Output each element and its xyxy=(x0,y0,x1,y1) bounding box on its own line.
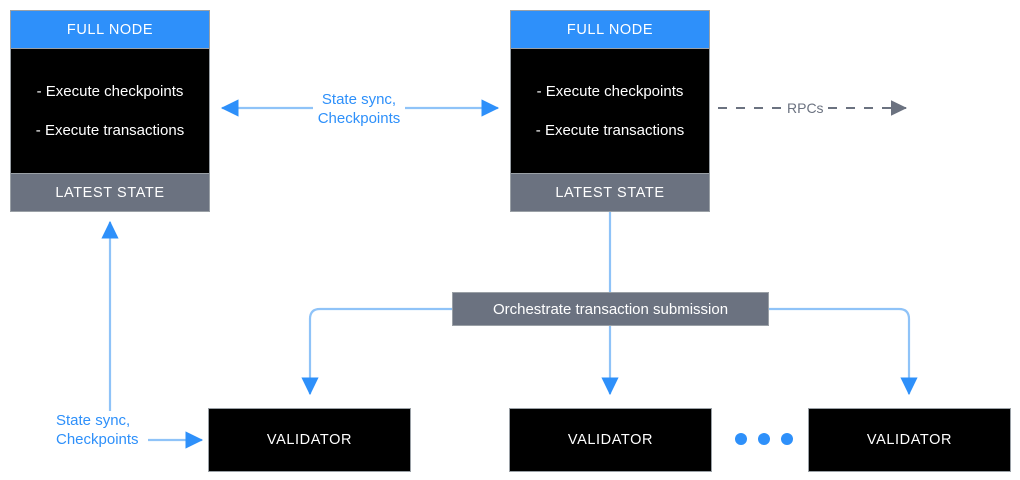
ellipsis-dot xyxy=(758,433,770,445)
validator-label: VALIDATOR xyxy=(866,432,953,448)
validator-ellipsis-dots xyxy=(735,433,793,445)
full-node-body-2: - Execute checkpoints - Execute transact… xyxy=(511,49,709,173)
full-node-body-line: - Execute checkpoints xyxy=(36,83,184,100)
full-node-body-line: - Execute checkpoints xyxy=(536,83,684,100)
ellipsis-dot xyxy=(735,433,747,445)
full-node-body-line: - Execute transactions xyxy=(35,122,185,139)
full-node-card-2: FULL NODE - Execute checkpoints - Execut… xyxy=(510,10,710,212)
full-node-body-1: - Execute checkpoints - Execute transact… xyxy=(11,49,209,173)
full-node-header-2: FULL NODE xyxy=(511,11,709,49)
full-node-card-1: FULL NODE - Execute checkpoints - Execut… xyxy=(10,10,210,212)
state-sync-bottom-line-2: Checkpoints xyxy=(56,431,139,448)
validator-box-2: VALIDATOR xyxy=(509,408,712,472)
orchestrate-label: Orchestrate transaction submission xyxy=(492,300,729,318)
state-sync-top-line-1: State sync, xyxy=(321,91,397,108)
full-node-footer-1: LATEST STATE xyxy=(11,173,209,211)
state-sync-top-line-2: Checkpoints xyxy=(317,110,401,127)
full-node-footer-2: LATEST STATE xyxy=(511,173,709,211)
wire-orchestrate-to-validator-3 xyxy=(769,307,918,396)
validator-label: VALIDATOR xyxy=(266,432,353,448)
ellipsis-dot xyxy=(781,433,793,445)
validator-label: VALIDATOR xyxy=(567,432,654,448)
validator-box-1: VALIDATOR xyxy=(208,408,411,472)
wire-orchestrate-to-validator-1 xyxy=(301,307,452,396)
state-sync-bottom-label: State sync, Checkpoints xyxy=(56,411,148,449)
state-sync-bottom-line-1: State sync, xyxy=(56,412,131,429)
validator-box-3: VALIDATOR xyxy=(808,408,1011,472)
full-node-header-1: FULL NODE xyxy=(11,11,209,49)
full-node-body-line: - Execute transactions xyxy=(535,122,685,139)
state-sync-top-label: State sync, Checkpoints xyxy=(313,90,405,128)
orchestrate-transaction-submission-bar: Orchestrate transaction submission xyxy=(452,292,769,326)
rpcs-label: RPCs xyxy=(786,100,825,116)
